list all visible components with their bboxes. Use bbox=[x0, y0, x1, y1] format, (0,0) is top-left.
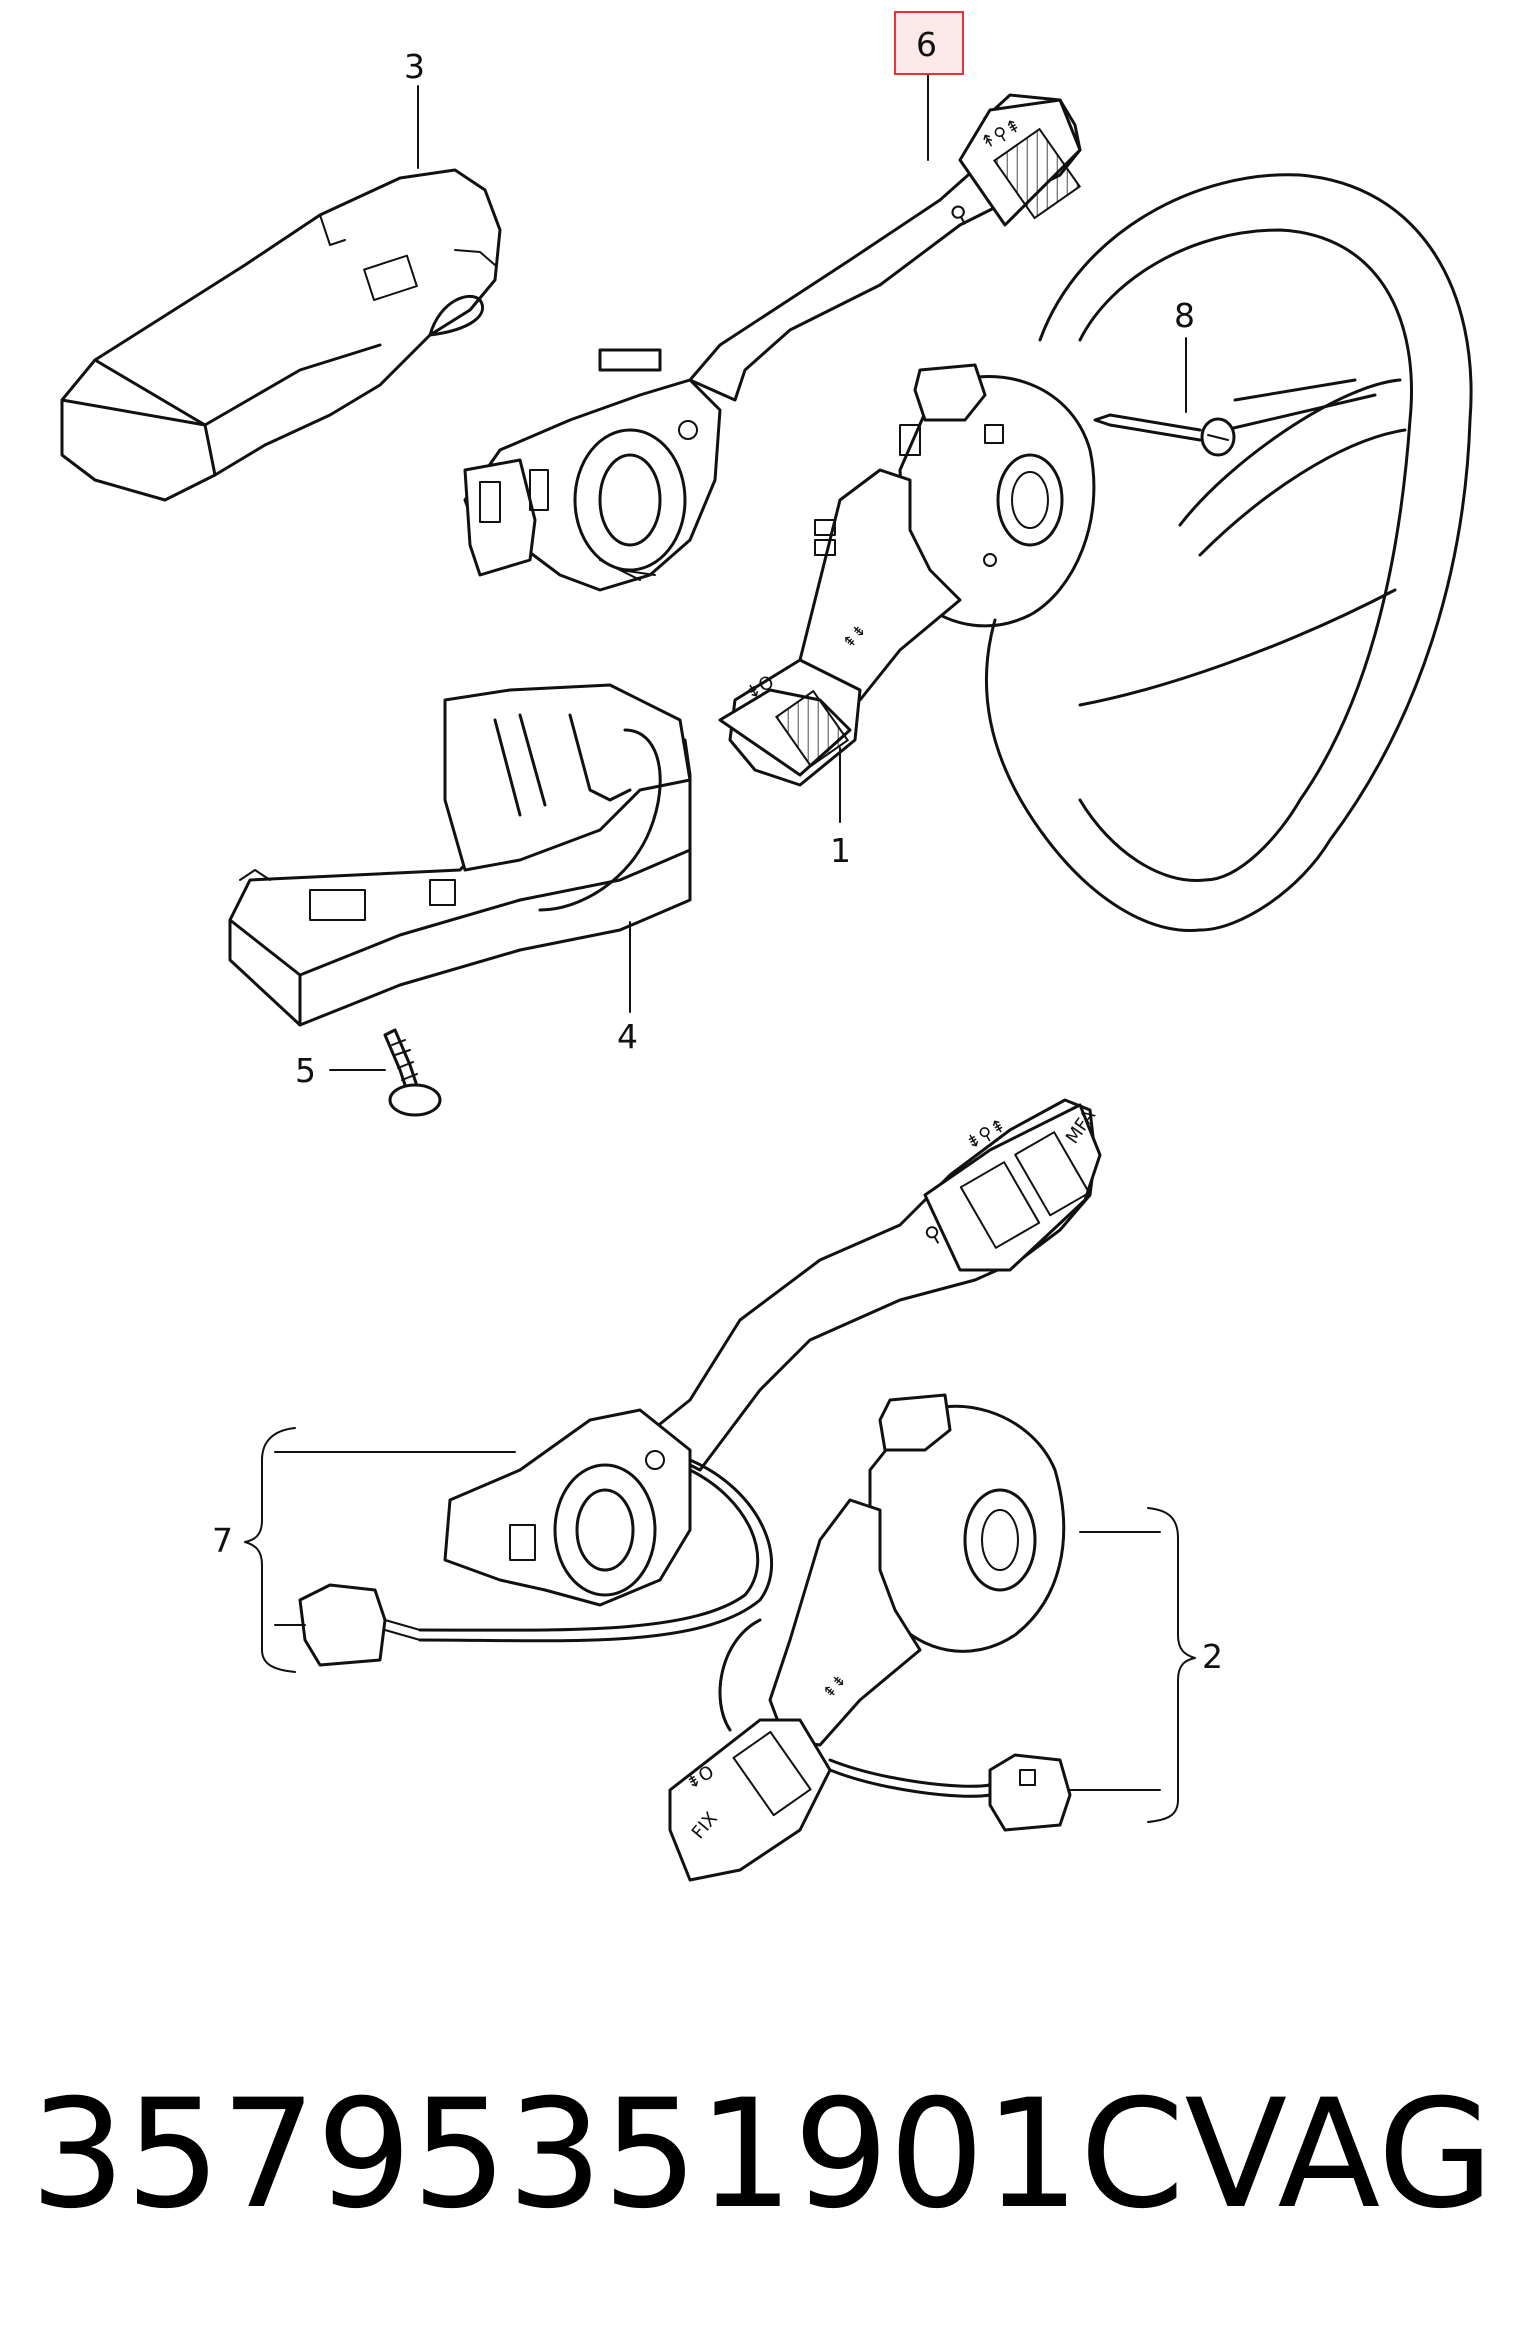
callout-4: 4 bbox=[617, 1017, 638, 1056]
callout-6-highlight-box bbox=[894, 11, 964, 75]
callout-7: 7 bbox=[212, 1521, 233, 1560]
callout-2: 2 bbox=[1202, 1637, 1223, 1676]
turn-signal-switch: ⇟O ⇞⇟ bbox=[718, 363, 1096, 787]
brand-name: VAG bbox=[1184, 2068, 1494, 2242]
callout-1: 1 bbox=[830, 831, 851, 870]
steering-wheel-bolt bbox=[1093, 413, 1236, 457]
callout-8: 8 bbox=[1174, 296, 1195, 335]
turn-signal-assembly-lower: FIX ⇟O ⇞⇟ bbox=[668, 1393, 1072, 1882]
upper-column-shroud bbox=[60, 168, 502, 502]
part-number-caption: 35795351901C VAG bbox=[30, 2055, 1494, 2255]
bracket-2 bbox=[1147, 1507, 1196, 1823]
leader-lines bbox=[244, 69, 1196, 1823]
wiper-switch-assembly-lower: MFA ⇟⚲⇞ ⚲ bbox=[298, 1098, 1102, 1667]
lower-column-shroud bbox=[228, 683, 692, 1027]
callout-6: 6 bbox=[916, 25, 937, 64]
callout-3: 3 bbox=[404, 47, 425, 86]
self-tapping-screw bbox=[383, 1028, 442, 1117]
wiper-switch-top: ⚲ ↟⚲⇞ bbox=[463, 93, 1082, 592]
callout-5: 5 bbox=[295, 1051, 316, 1090]
steering-wheel bbox=[985, 173, 1473, 932]
part-number: 35795351901C bbox=[30, 2068, 1185, 2242]
bracket-7 bbox=[244, 1427, 296, 1673]
